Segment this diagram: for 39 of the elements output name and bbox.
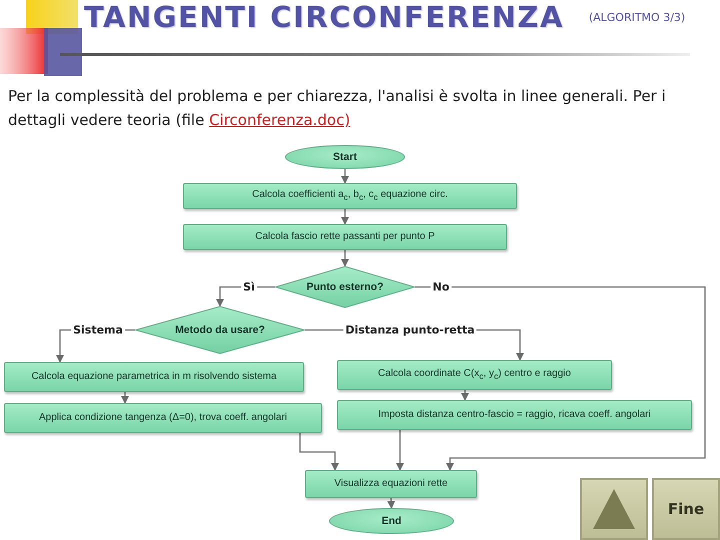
arrow bbox=[121, 392, 129, 404]
node-text: Start bbox=[333, 150, 357, 164]
node-text: End bbox=[382, 514, 402, 528]
arrow bbox=[387, 498, 396, 509]
node-text: Calcola coefficienti a$_{c}$, b$_{c}$, c$_{c}$ equazione circ. bbox=[252, 189, 448, 203]
slide-title: TANGENTI CIRCONFERENZA bbox=[84, 0, 564, 34]
process-box bbox=[337, 400, 692, 430]
arrow bbox=[341, 209, 349, 225]
node-text: Punto esterno? bbox=[306, 280, 384, 294]
edge-label: Distanza punto-retta bbox=[343, 324, 477, 336]
node-text: Applica condizione tangenza (Δ=0), trova coeff. angolari bbox=[38, 412, 288, 424]
arrow bbox=[341, 169, 349, 184]
node-text: Imposta distanza centro-fascio = raggio, ricava coeff. angolari bbox=[378, 409, 651, 421]
process-box bbox=[183, 183, 517, 209]
edge-label: No bbox=[430, 280, 452, 294]
decision-diamond bbox=[135, 306, 305, 354]
arrow bbox=[299, 433, 339, 471]
process-box bbox=[305, 470, 477, 498]
node-text: Calcola coordinate C(x$_{c}$, y$_{c}$) centro e raggio bbox=[378, 368, 571, 382]
decision-diamond bbox=[275, 266, 415, 308]
arrow bbox=[396, 430, 404, 471]
node-text: Metodo da usare? bbox=[175, 324, 265, 336]
file-link: Circonferenza.doc) bbox=[209, 111, 350, 129]
intro-paragraph: Per la complessità del problema e per chiarezza, l'analisi è svolta in linee generali. Per i dettagli vedere teoria (file Circonferenza.doc) bbox=[8, 86, 667, 131]
node-text: Visualizza equazioni rette bbox=[334, 478, 448, 490]
arrow bbox=[415, 286, 706, 471]
nav-text-button: Fine bbox=[652, 478, 720, 540]
subtitle-text: (ALGORITMO 3/3) bbox=[588, 10, 686, 26]
edge-label: Sistema bbox=[71, 324, 125, 336]
node-text: Calcola fascio rette passanti per punto P bbox=[255, 231, 435, 243]
node-text: Calcola equazione parametrica in m risolvendo sistema bbox=[31, 371, 277, 383]
arrow bbox=[461, 390, 469, 401]
process-box bbox=[4, 362, 304, 392]
edge-label: Sì bbox=[241, 280, 257, 294]
process-box bbox=[183, 224, 507, 250]
arrow bbox=[216, 286, 275, 307]
process-box bbox=[4, 403, 322, 433]
arrow bbox=[341, 250, 349, 267]
process-box bbox=[337, 360, 612, 390]
